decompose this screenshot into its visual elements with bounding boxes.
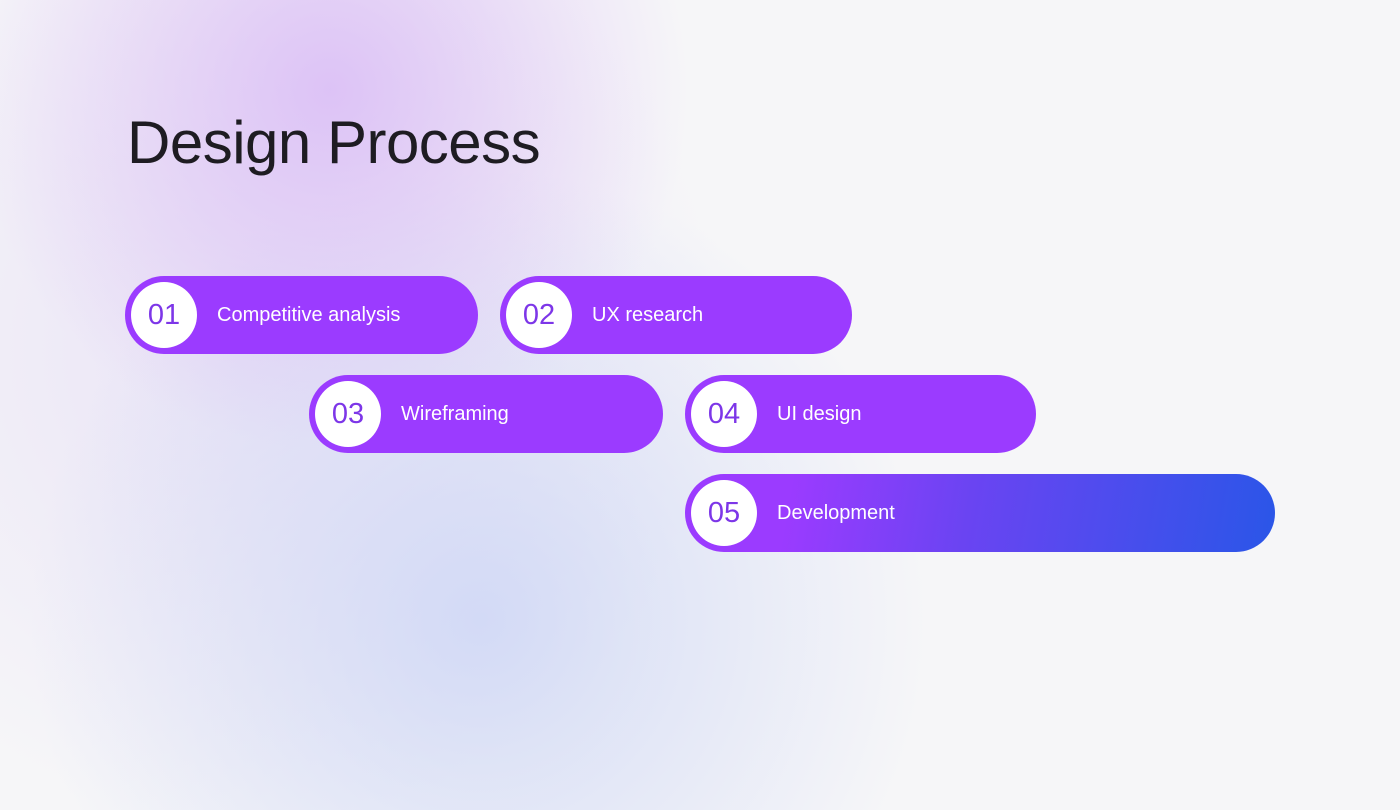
- step-label: Competitive analysis: [217, 303, 401, 326]
- step-ux-research[interactable]: 02 UX research: [500, 276, 852, 354]
- step-number-badge: 02: [506, 282, 572, 348]
- step-label: UX research: [592, 303, 704, 326]
- step-development[interactable]: 05 Development: [685, 474, 1275, 552]
- step-competitive-analysis[interactable]: 01 Competitive analysis: [125, 276, 478, 354]
- step-label: Wireframing: [401, 402, 509, 425]
- step-number-badge: 04: [691, 381, 757, 447]
- step-label: Development: [777, 501, 895, 524]
- step-number-badge: 05: [691, 480, 757, 546]
- step-number-badge: 01: [131, 282, 197, 348]
- page-title: Design Process: [127, 109, 541, 176]
- step-label: UI design: [777, 402, 862, 425]
- step-ui-design[interactable]: 04 UI design: [685, 375, 1036, 453]
- step-wireframing[interactable]: 03 Wireframing: [309, 375, 663, 453]
- step-number-badge: 03: [315, 381, 381, 447]
